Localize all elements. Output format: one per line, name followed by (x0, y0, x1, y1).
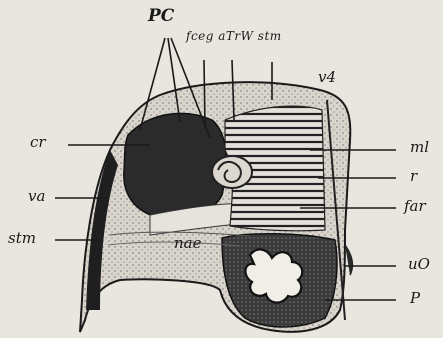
label-pc: PC (148, 8, 174, 25)
label-r: r (410, 169, 417, 184)
label-top-row: fceg aTrW stm (186, 30, 282, 42)
label-v4: v4 (318, 70, 336, 85)
dark-mass (124, 113, 226, 219)
label-stm: stm (8, 231, 36, 246)
label-cr: cr (30, 135, 46, 150)
coil-structure (212, 156, 252, 188)
label-p: P (410, 291, 420, 306)
label-uo: uO (408, 257, 430, 272)
label-ml: ml (410, 140, 429, 155)
label-far: far (404, 199, 426, 214)
label-va: va (28, 189, 45, 204)
label-nae: nae (174, 236, 201, 251)
